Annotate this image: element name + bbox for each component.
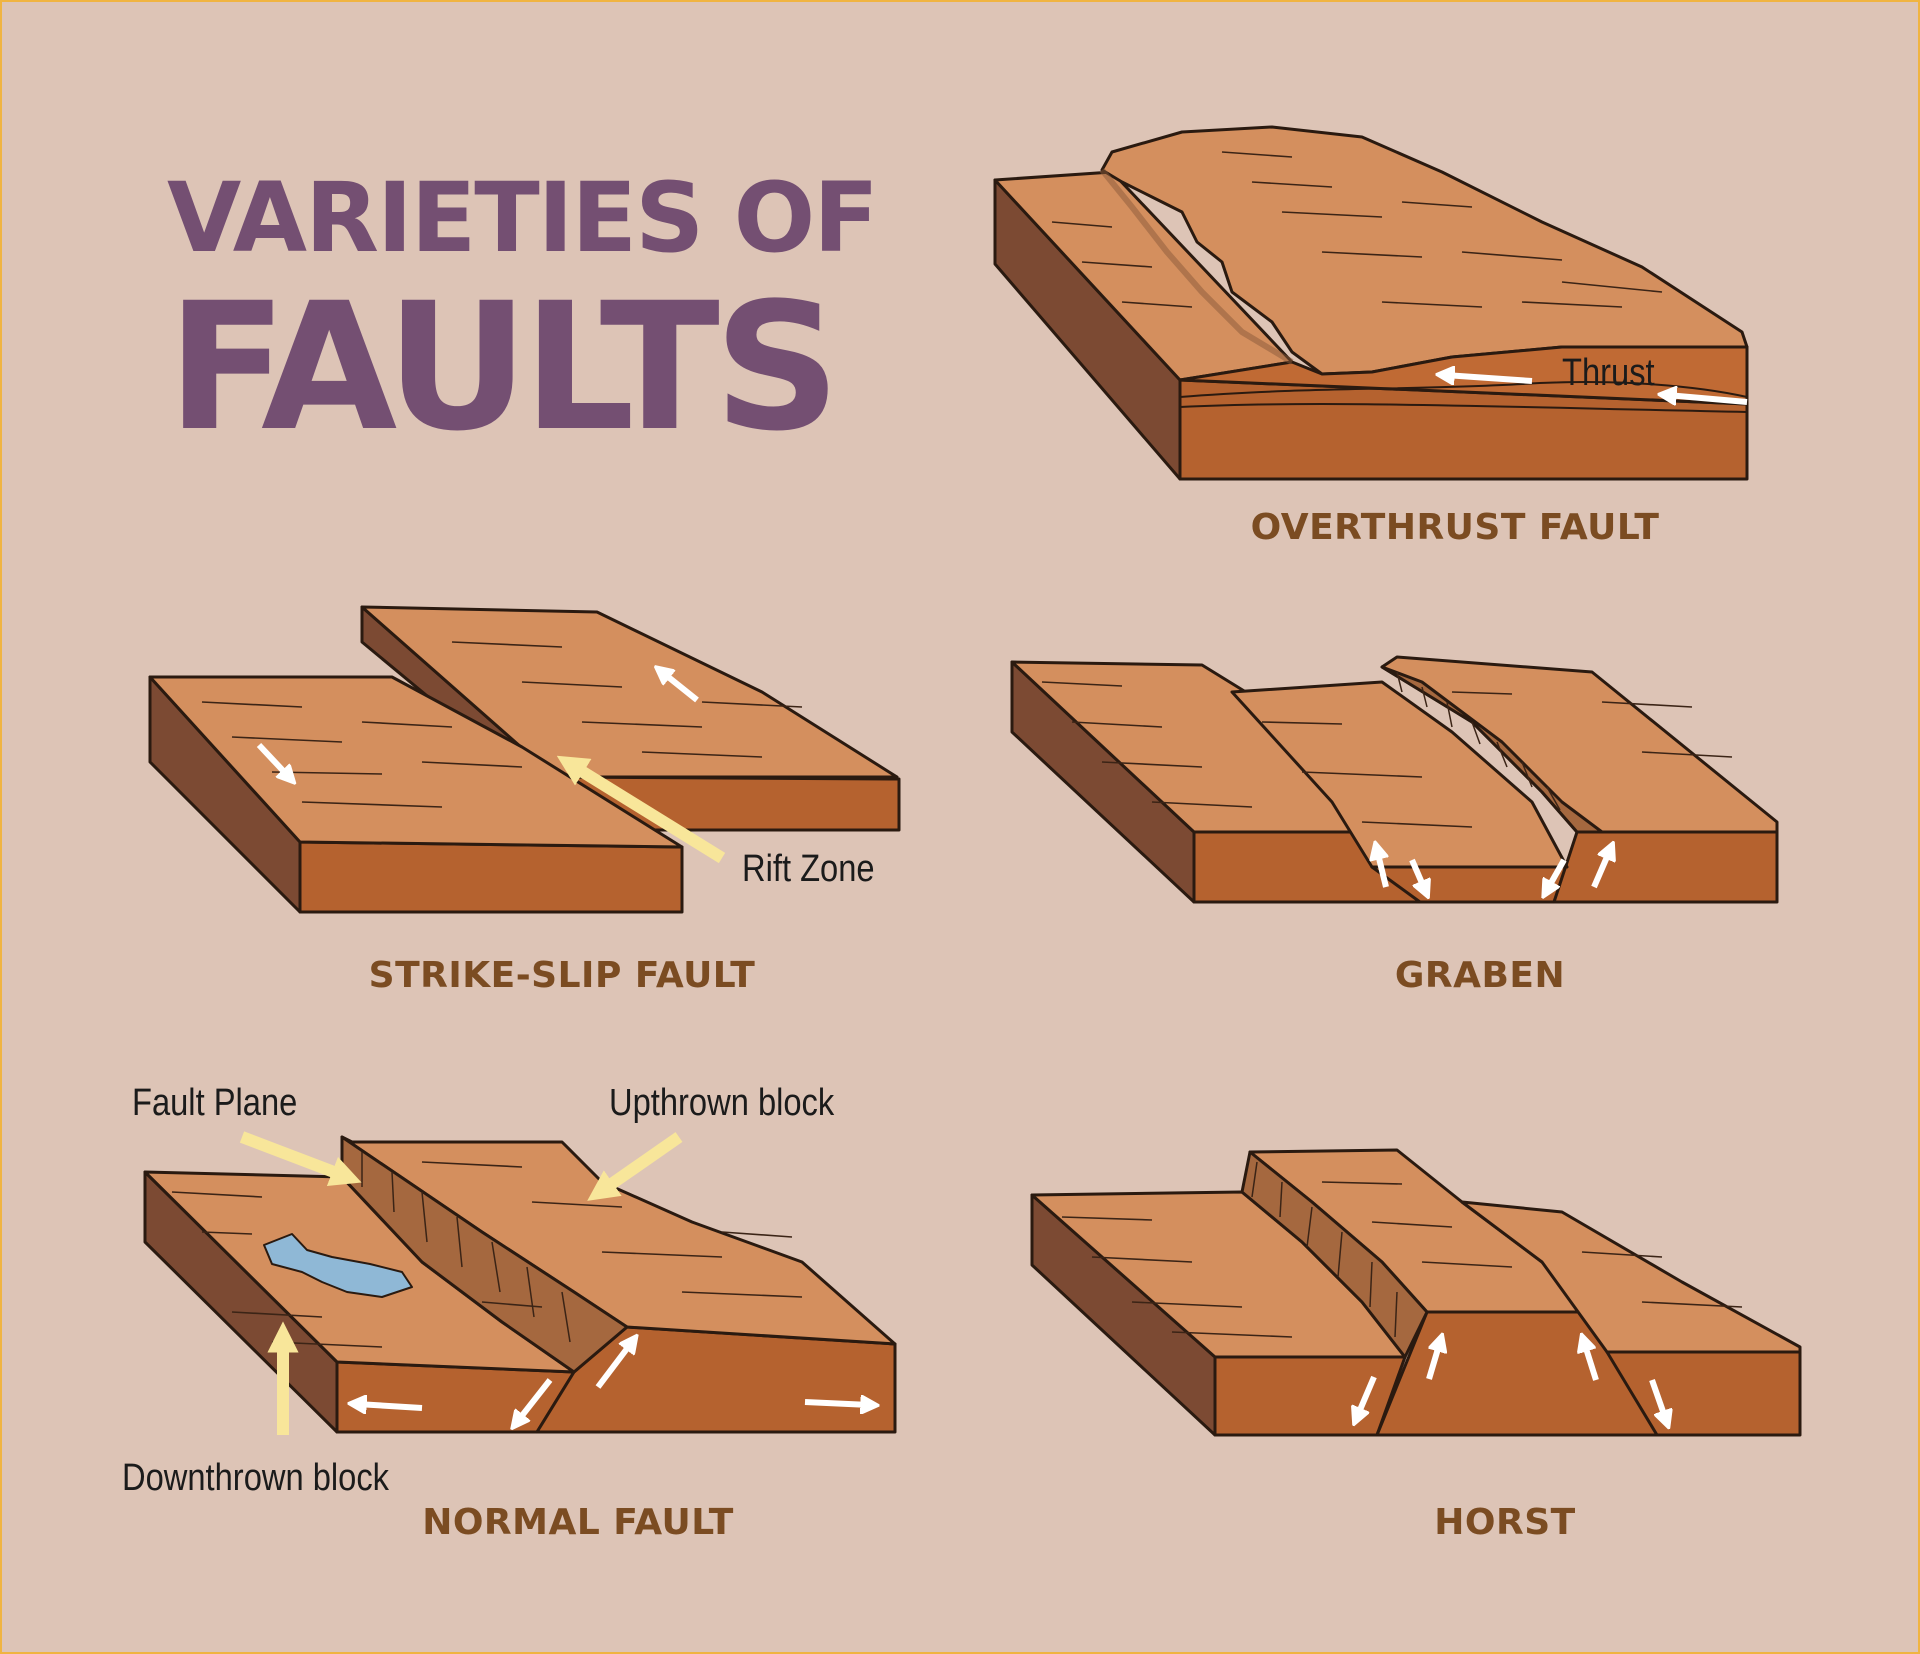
- strike-slip-caption: STRIKE-SLIP FAULT: [369, 955, 756, 996]
- fault-plane-label: Fault Plane: [132, 1082, 297, 1125]
- horst-diagram: [1032, 1150, 1800, 1435]
- graben-caption: GRABEN: [1395, 955, 1565, 996]
- downthrown-block-label: Downthrown block: [122, 1457, 389, 1500]
- overthrust-caption: OVERTHRUST FAULT: [1251, 507, 1660, 548]
- upthrown-block-label: Upthrown block: [609, 1082, 834, 1125]
- title-line-2: FAULTS: [167, 280, 835, 456]
- horst-front-left: [1215, 1357, 1405, 1435]
- horst-caption: HORST: [1434, 1502, 1575, 1543]
- front-slab-front: [300, 842, 682, 912]
- fault-plane-pointer: [242, 1137, 347, 1177]
- thrust-label: Thrust: [1562, 352, 1655, 395]
- graben-front-right: [1554, 832, 1777, 902]
- graben-diagram: [1012, 657, 1777, 902]
- normal-fault-diagram: [145, 1137, 895, 1435]
- upthrown-pointer: [600, 1137, 679, 1192]
- normal-fault-caption: NORMAL FAULT: [422, 1502, 734, 1543]
- normal-arrow-left: [357, 1404, 422, 1408]
- overthrust-diagram: [995, 127, 1747, 479]
- normal-arrow-right: [805, 1402, 870, 1405]
- title-line-1: VARIETIES OF: [167, 162, 877, 274]
- rift-zone-label: Rift Zone: [742, 848, 875, 891]
